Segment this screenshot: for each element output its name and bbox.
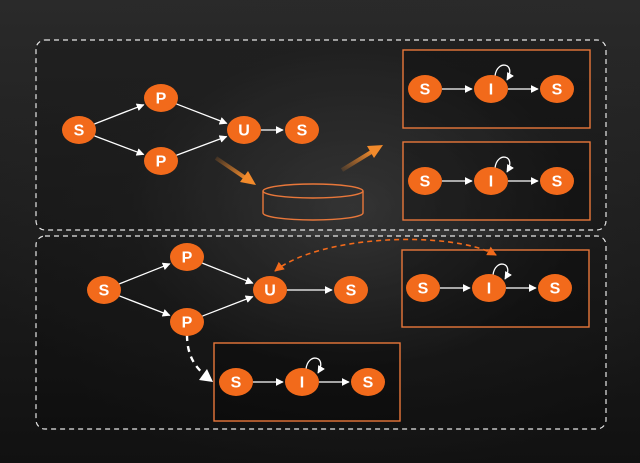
bottom_side_boxes-1-node-1: I bbox=[285, 368, 319, 396]
node-b-p1: P bbox=[170, 243, 204, 271]
node-b-s2: S bbox=[334, 276, 368, 304]
edge-b-p1-b-u bbox=[202, 262, 254, 285]
top_side_boxes-0-node-2: S bbox=[540, 75, 574, 103]
orange-arrow-up-icon bbox=[340, 145, 383, 172]
node-t-p2: P bbox=[144, 147, 178, 175]
top_side_boxes-0-self-loop bbox=[494, 64, 514, 81]
edge-t-s1-t-p2 bbox=[94, 135, 145, 156]
node-b-p1-label: P bbox=[182, 250, 193, 267]
node-b-s1-label: S bbox=[99, 283, 110, 300]
top_side_boxes-0-node-2-label: S bbox=[552, 82, 563, 99]
top_side_boxes-1-node-1-label: I bbox=[489, 174, 493, 191]
top_side_boxes-1-node-0: S bbox=[408, 167, 442, 195]
node-b-u: U bbox=[253, 276, 287, 304]
bottom_side_boxes-0-node-1-label: I bbox=[487, 281, 491, 298]
node-t-s1: S bbox=[62, 116, 96, 144]
node-t-s2: S bbox=[285, 116, 319, 144]
edge-b-p2-b-u bbox=[202, 295, 254, 317]
bottom_side_boxes-1-node-0-label: S bbox=[231, 375, 242, 392]
top_side_boxes-0-node-0-label: S bbox=[420, 82, 431, 99]
bottom_side_boxes-1-node-0: S bbox=[219, 368, 253, 396]
node-t-p2-label: P bbox=[156, 154, 167, 171]
node-b-p2: P bbox=[170, 308, 204, 336]
bottom_side_boxes-1-node-1-label: I bbox=[300, 375, 304, 392]
node-t-p1-label: P bbox=[156, 91, 167, 108]
top_side_boxes-0-node-1-label: I bbox=[489, 82, 493, 99]
bottom_side_boxes-0-self-loop bbox=[492, 263, 512, 280]
edge-b-s1-b-p2 bbox=[119, 295, 171, 317]
node-t-u: U bbox=[227, 116, 261, 144]
white-dashed-arrow bbox=[185, 334, 213, 382]
bottom_side_boxes-0-node-2-label: S bbox=[550, 281, 561, 298]
top_side_boxes-1-node-0-label: S bbox=[420, 174, 431, 191]
top_side_boxes-0-node-1: I bbox=[474, 75, 508, 103]
bottom_side_boxes-0-node-2: S bbox=[538, 274, 572, 302]
orange-dashed-curve-arrow bbox=[274, 238, 497, 272]
node-b-u-label: U bbox=[264, 283, 276, 300]
top_side_boxes-1-node-2: S bbox=[540, 167, 574, 195]
edge-t-p1-t-u bbox=[176, 103, 228, 125]
cylinder-storage-icon bbox=[262, 183, 364, 221]
orange-arrow-down-icon bbox=[214, 156, 256, 185]
bottom_side_boxes-0-node-0-label: S bbox=[418, 281, 429, 298]
edge-b-s1-b-p1 bbox=[119, 262, 171, 285]
node-t-p1: P bbox=[144, 84, 178, 112]
node-b-s1: S bbox=[87, 276, 121, 304]
bottom_side_boxes-1-self-loop bbox=[305, 357, 325, 374]
top-panel bbox=[35, 39, 607, 231]
node-t-s1-label: S bbox=[74, 123, 85, 140]
bottom_side_boxes-1-node-2-label: S bbox=[363, 375, 374, 392]
edge-t-p2-t-u bbox=[176, 135, 228, 156]
top_side_boxes-1-node-2-label: S bbox=[552, 174, 563, 191]
node-t-u-label: U bbox=[238, 123, 250, 140]
bottom_side_boxes-0-node-1: I bbox=[472, 274, 506, 302]
node-t-s2-label: S bbox=[297, 123, 308, 140]
bottom_side_boxes-1-node-2: S bbox=[351, 368, 385, 396]
top_side_boxes-1-self-loop bbox=[494, 156, 514, 173]
top_side_boxes-0-node-0: S bbox=[408, 75, 442, 103]
edge-t-s1-t-p1 bbox=[94, 103, 145, 125]
node-b-s2-label: S bbox=[346, 283, 357, 300]
top_side_boxes-1-node-1: I bbox=[474, 167, 508, 195]
bottom_side_boxes-0-node-0: S bbox=[406, 274, 440, 302]
node-b-p2-label: P bbox=[182, 315, 193, 332]
